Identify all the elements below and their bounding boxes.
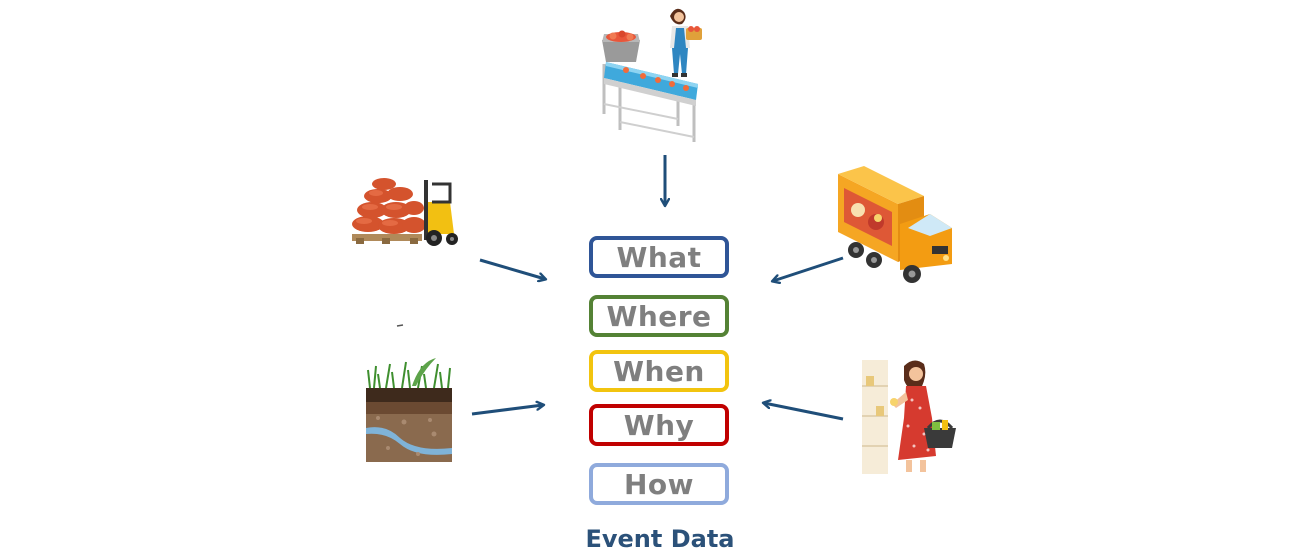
shopper-with-basket-icon bbox=[862, 360, 956, 474]
arrow-from-farm bbox=[471, 405, 543, 416]
event-question-why-box: Why bbox=[589, 404, 729, 446]
delivery-truck-icon bbox=[838, 166, 952, 283]
event-question-how-box: How bbox=[589, 463, 729, 505]
arrow-from-retail bbox=[764, 403, 844, 421]
event-question-when-box: When bbox=[589, 350, 729, 392]
forklift-with-sacks-icon bbox=[352, 178, 458, 246]
arrow-from-warehouse bbox=[479, 258, 545, 279]
event-data-caption: Event Data bbox=[585, 525, 735, 553]
food-processing-worker-icon bbox=[602, 8, 702, 142]
arrow-from-transport bbox=[773, 256, 844, 281]
soil-cross-section-icon bbox=[366, 358, 452, 462]
event-question-where-box: Where bbox=[589, 295, 729, 337]
event-question-what-box: What bbox=[589, 236, 729, 278]
